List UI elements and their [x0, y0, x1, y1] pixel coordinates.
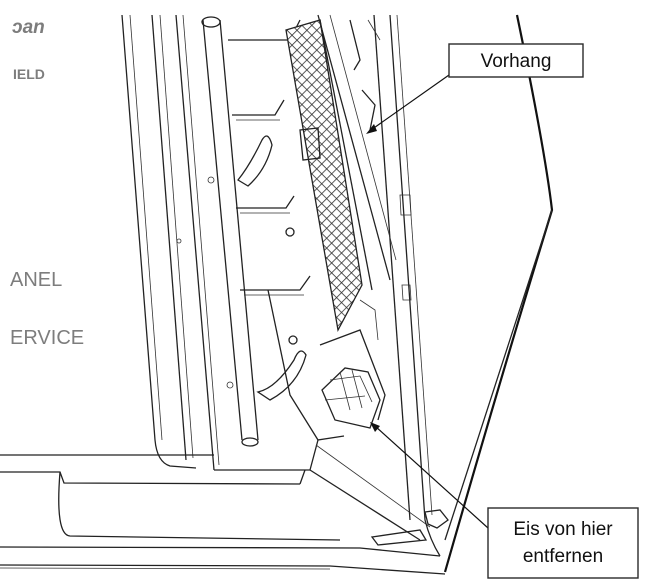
callout-curtain-label: Vorhang — [481, 51, 552, 72]
panel-label-panel: ANEL — [10, 269, 62, 291]
front-panel-labels: ɔan IELD ANEL ERVICE — [10, 17, 84, 349]
curtain — [317, 14, 397, 281]
callout-remove-ice-line1: Eis von hier — [513, 519, 613, 540]
grille-panel — [285, 19, 373, 332]
callout-remove-ice-line2: entfernen — [523, 546, 603, 567]
panel-label-shield: IELD — [13, 66, 45, 82]
ice-arrow-icon — [370, 422, 380, 432]
callout-curtain: Vorhang — [448, 43, 584, 78]
curtain-arrow-icon — [366, 124, 377, 134]
panel-label-brand: ɔan — [12, 17, 45, 38]
leader-lines — [366, 74, 489, 529]
panel-label-service: ERVICE — [10, 327, 84, 349]
callout-remove-ice: Eis von hier entfernen — [487, 507, 639, 579]
cabinet-outline — [0, 14, 554, 575]
